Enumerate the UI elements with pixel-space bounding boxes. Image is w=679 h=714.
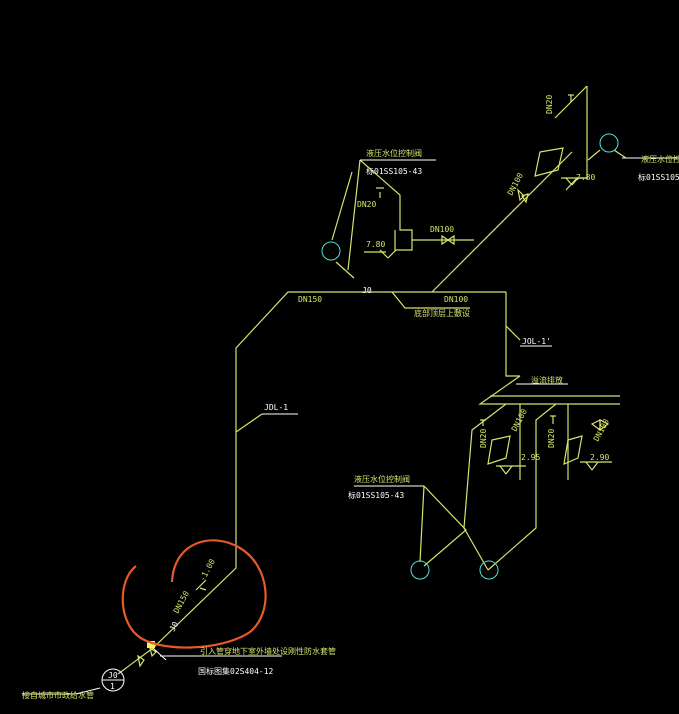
label-dn100-mid: DN100 xyxy=(444,295,468,304)
label-floor-note: 底部顶层上敷设 xyxy=(414,308,470,318)
label-dn100-diag: DN100 xyxy=(506,171,525,197)
source-bubble xyxy=(101,668,125,692)
red-annotation-circle xyxy=(121,539,267,649)
lower-branch-a xyxy=(463,403,526,571)
riser-jdl1p xyxy=(478,292,620,405)
label-dn20-b: DN20 xyxy=(547,429,556,448)
label-dn20-a: DN20 xyxy=(479,429,488,448)
lower-branch-b xyxy=(487,403,612,571)
label-dn100-a: DN100 xyxy=(510,407,529,433)
label-jdl1p: JOL-1' xyxy=(522,337,551,346)
valve-assembly-right xyxy=(517,85,679,204)
label-source: 接自城市市政给水管 xyxy=(22,690,94,700)
label-manifold: 溢流排放 xyxy=(531,375,563,385)
label-j0-top: J0 xyxy=(362,286,372,295)
label-dn150-low: DN150 xyxy=(172,589,191,615)
label-dn150-top: DN150 xyxy=(298,295,322,304)
label-valve-tl: 液压水位控制阀 xyxy=(366,148,422,158)
label-valve-tr: 液压水位控制阀 xyxy=(641,154,679,164)
label-elev-780-left: 7.80 xyxy=(366,240,385,249)
label-std-code-mid: 标01SS105-43 xyxy=(348,490,404,500)
water-tank-float-left xyxy=(321,241,341,261)
label-dn20-top-left: DN20 xyxy=(357,200,376,209)
label-std-code-tl: 标01SS105-43 xyxy=(366,166,422,176)
label-elev-m100: -1.00 xyxy=(198,557,217,583)
valve-assembly-left xyxy=(331,159,455,279)
label-std-code-low: 国标图集02S404-12 xyxy=(198,666,274,676)
top-header xyxy=(368,151,573,309)
bubble-bot-text: 1 xyxy=(110,682,115,691)
label-elev-780-right: 7.80 xyxy=(576,173,595,182)
water-tank-float-mid xyxy=(410,560,499,580)
label-pipe-note: 引入管穿地下室外墙处设刚性防水套管 xyxy=(200,646,336,656)
water-tank-float-right xyxy=(599,133,619,153)
label-elev-290: 2.90 xyxy=(590,453,609,462)
label-j0-low: J0 xyxy=(168,620,181,633)
label-elev-295: 2.95 xyxy=(521,453,540,462)
label-dn100-b: DN100 xyxy=(592,417,611,443)
source-inlet xyxy=(22,579,282,695)
label-valve-mid: 液压水位控制阀 xyxy=(354,474,410,484)
label-dn100-valve-top: DN100 xyxy=(430,225,454,234)
main-riser-jdl1 xyxy=(152,291,368,649)
label-std-code-tr: 标01SS105-43 xyxy=(638,172,679,182)
bubble-top-text: J0 xyxy=(108,671,118,680)
label-dn20-top-right: DN20 xyxy=(545,95,554,114)
label-jdl1: JDL-1 xyxy=(264,403,288,412)
lower-valve-lines xyxy=(354,485,467,567)
